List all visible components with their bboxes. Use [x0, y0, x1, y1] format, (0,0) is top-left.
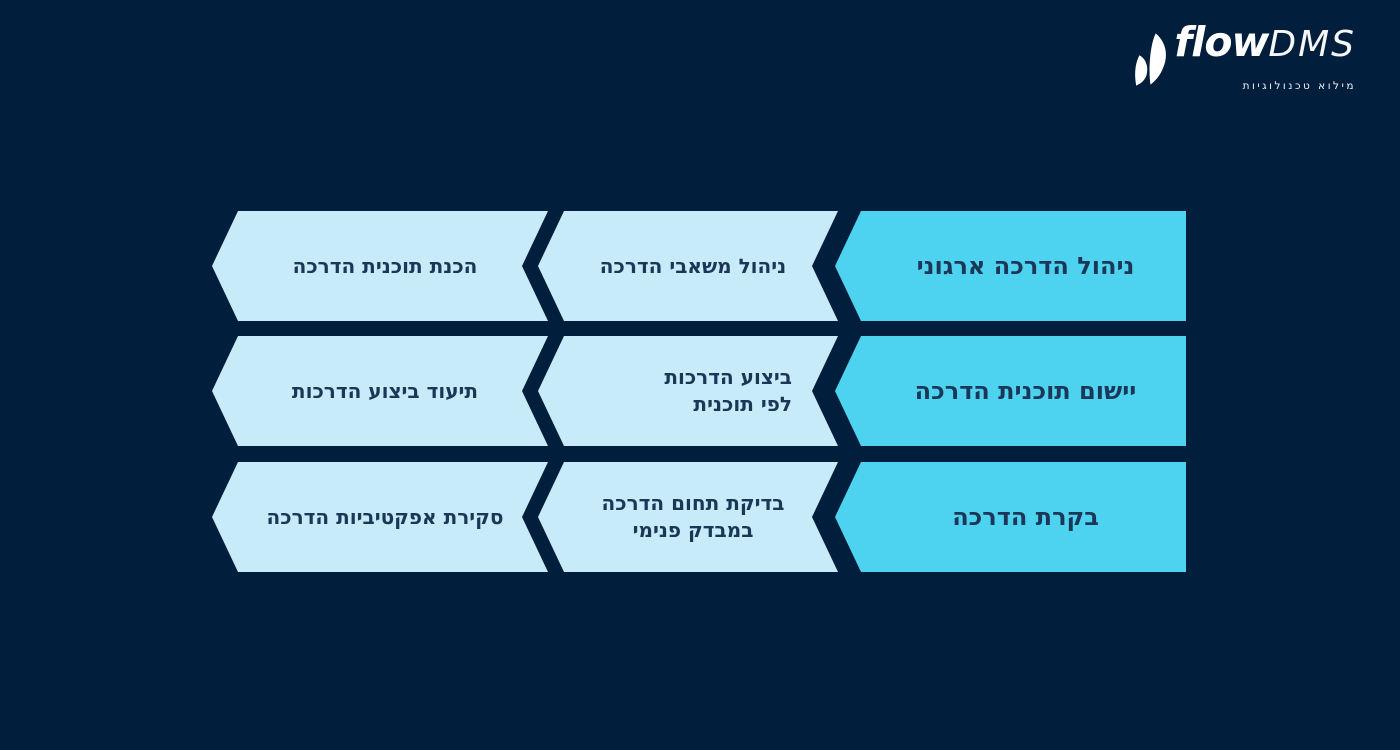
- flow-leaf-icon: [1135, 33, 1167, 86]
- step-main-training-control: בקרת הדרכה: [835, 462, 1186, 572]
- brand-name-dms: DMS: [1268, 24, 1356, 65]
- step-sub-internal-audit-check: בדיקת תחום הדרכה במבדק פנימי: [538, 462, 838, 572]
- step-main-organizational-training: ניהול הדרכה ארגוני: [835, 211, 1186, 321]
- step-sub-document-trainings: תיעוד ביצוע הדרכות: [212, 336, 548, 446]
- step-sub-conduct-trainings: ביצוע הדרכות לפי תוכנית: [538, 336, 838, 446]
- step-main-implement-training-plan: יישום תוכנית הדרכה: [835, 336, 1186, 446]
- step-sub-prepare-training-plan: הכנת תוכנית הדרכה: [212, 211, 548, 321]
- brand-name-flow: flow: [1174, 18, 1269, 66]
- brand-wordmark: flow DMS: [1130, 18, 1356, 86]
- brand-logo: flow DMS מילוא טכנולוגיות: [1130, 22, 1356, 92]
- step-sub-training-resources: ניהול משאבי הדרכה: [538, 211, 838, 321]
- step-sub-effectiveness-review: סקירת אפקטיביות הדרכה: [212, 462, 548, 572]
- brand-tagline: מילוא טכנולוגיות: [1242, 80, 1356, 92]
